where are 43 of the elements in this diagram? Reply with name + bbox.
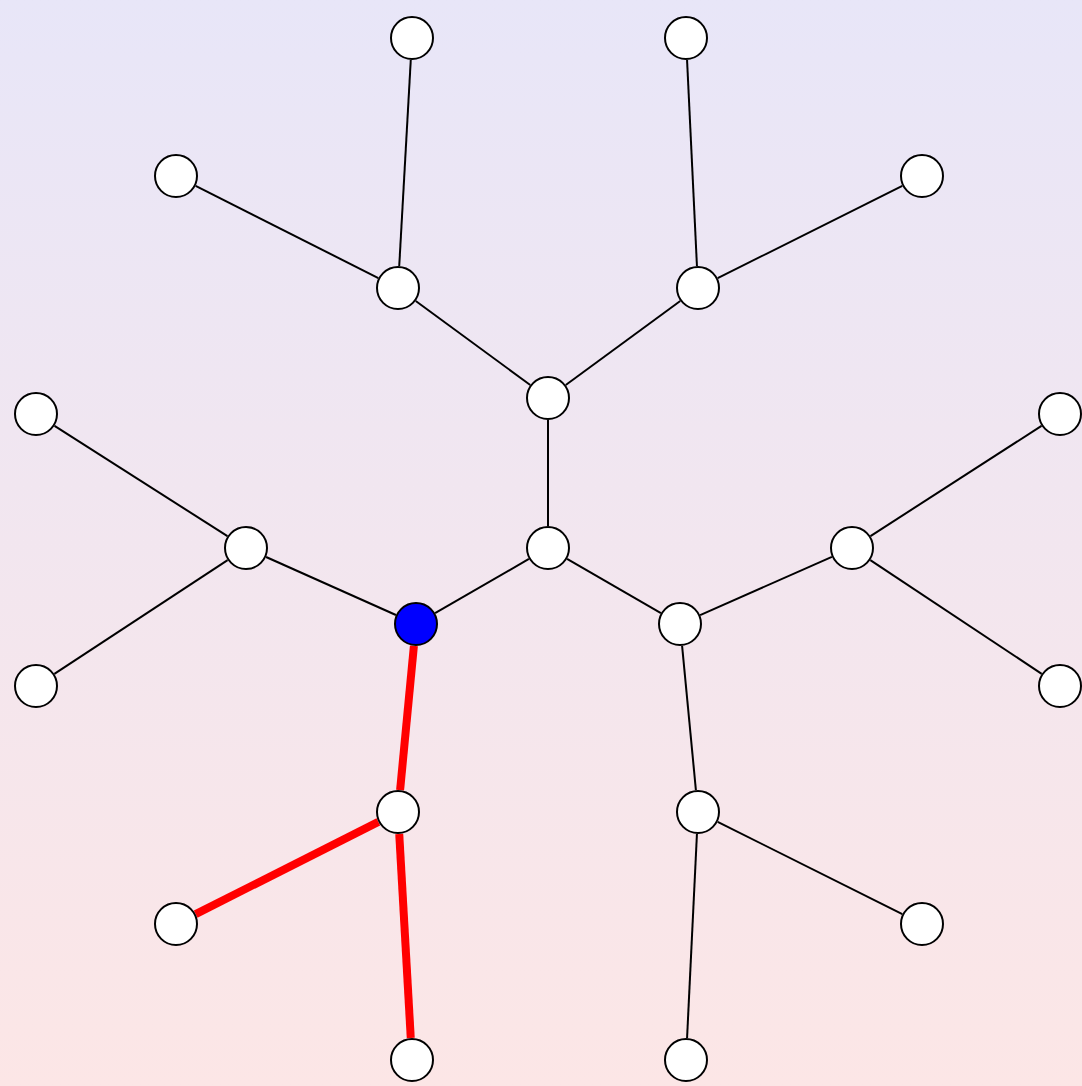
graph-node	[394, 602, 438, 646]
connector-line	[194, 184, 380, 280]
graph-node	[526, 376, 570, 420]
connector-line	[686, 832, 698, 1040]
connector-line	[869, 424, 1043, 538]
connector-line	[53, 559, 229, 675]
connector-line	[395, 833, 415, 1039]
graph-node	[1038, 392, 1082, 436]
connector-line	[265, 556, 397, 616]
graph-node	[154, 902, 198, 946]
graph-node	[658, 602, 702, 646]
graph-node	[664, 1038, 708, 1082]
connector-line	[398, 58, 412, 268]
connector-line	[869, 559, 1043, 675]
connector-line	[564, 300, 682, 386]
connector-line	[547, 419, 549, 527]
graph-node	[1038, 664, 1082, 708]
connector-line	[53, 424, 229, 538]
graph-node	[376, 790, 420, 834]
graph-node	[14, 392, 58, 436]
graph-node	[14, 664, 58, 708]
graph-node	[676, 790, 720, 834]
graph-node	[526, 526, 570, 570]
connector-line	[716, 820, 904, 916]
connector-line	[434, 558, 530, 614]
graph-node	[900, 902, 944, 946]
graph-node	[676, 266, 720, 310]
graph-node	[900, 154, 944, 198]
connector-line	[566, 558, 662, 614]
graph-node	[154, 154, 198, 198]
graph-node	[224, 526, 268, 570]
graph-node	[390, 16, 434, 60]
connector-line	[686, 58, 698, 268]
graph-node	[376, 266, 420, 310]
graph-node	[390, 1038, 434, 1082]
connector-line	[414, 300, 532, 386]
graph-node	[830, 526, 874, 570]
graph-node	[664, 16, 708, 60]
connector-line	[716, 184, 904, 280]
connector-line	[193, 818, 381, 918]
connector-line	[681, 644, 697, 792]
connector-line	[396, 645, 418, 791]
connector-line	[699, 555, 833, 617]
